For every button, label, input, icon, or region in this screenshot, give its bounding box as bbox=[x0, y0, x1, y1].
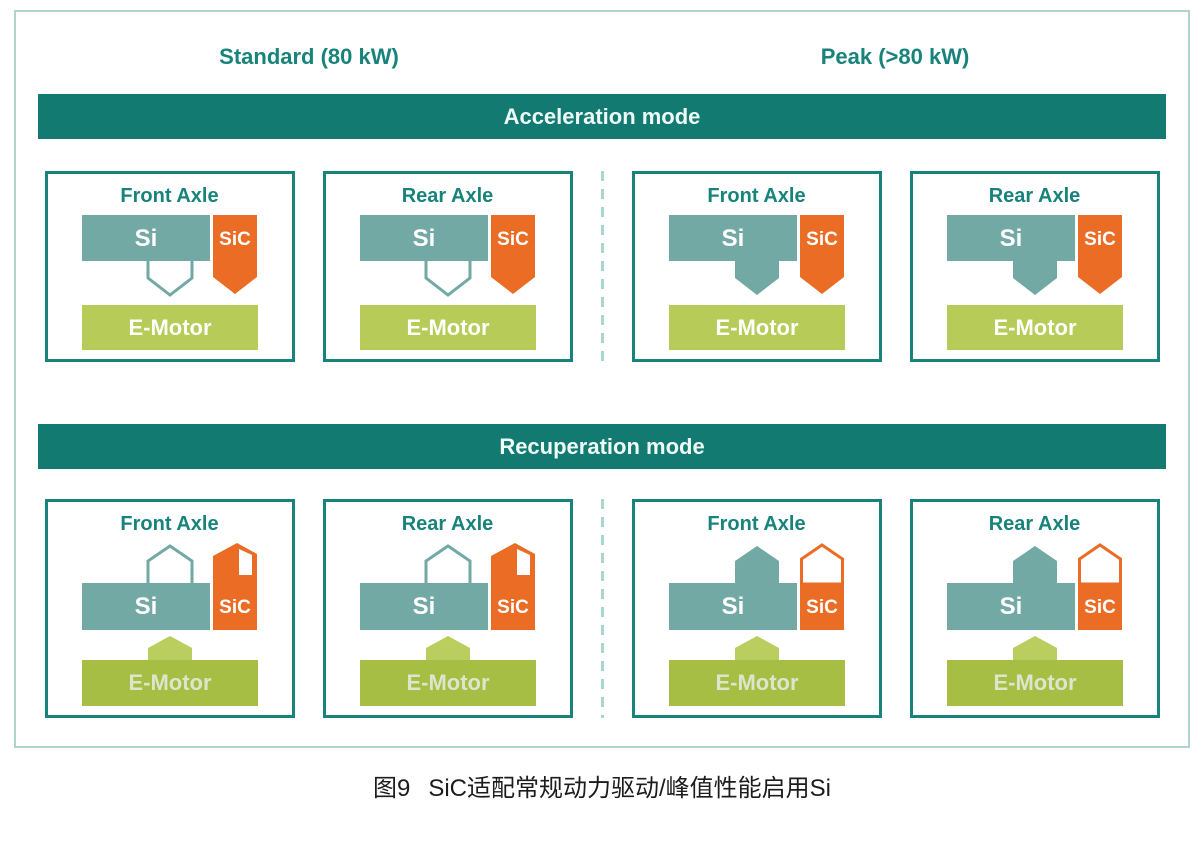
panel-recup-standard-front: Front Axle Si SiC E-Motor bbox=[44, 499, 295, 718]
si-block bbox=[946, 215, 1075, 261]
e-motor-block bbox=[668, 305, 845, 350]
e-motor-label: E-Motor bbox=[715, 670, 799, 695]
si-label: Si bbox=[412, 593, 435, 620]
e-motor-label: E-Motor bbox=[406, 670, 490, 695]
si-label: Si bbox=[999, 225, 1022, 252]
si-flow-arrow-active bbox=[1012, 546, 1057, 586]
panel-accel-peak-front: Front Axle Si SiC E-Motor bbox=[631, 171, 882, 362]
e-motor-block bbox=[946, 305, 1123, 350]
sic-label: SiC bbox=[497, 229, 529, 250]
recup-peak-diagram: Si SiC E-Motor bbox=[668, 543, 845, 706]
axle-title: Rear Axle bbox=[988, 513, 1081, 535]
figure-number: 图9 bbox=[372, 775, 411, 802]
motor-flow-arrow bbox=[734, 636, 779, 662]
figure-caption: 图9 SiC适配常规动力驱动/峰值性能启用Si bbox=[0, 768, 1204, 803]
sic-block bbox=[1077, 583, 1122, 630]
sic-flow-arrow-active bbox=[1077, 215, 1122, 294]
si-label: Si bbox=[721, 225, 744, 252]
sic-label: SiC bbox=[219, 597, 251, 618]
panel-recup-peak-rear: Rear Axle Si SiC E-Motor bbox=[909, 499, 1160, 718]
accel-peak-diagram: Si SiC E-Motor bbox=[668, 215, 845, 350]
recup-standard-diagram: Si SiC E-Motor bbox=[359, 543, 536, 706]
column-divider bbox=[600, 171, 604, 362]
axle-title: Front Axle bbox=[707, 513, 806, 535]
axle-title: Rear Axle bbox=[401, 185, 494, 207]
axle-title: Front Axle bbox=[120, 513, 219, 535]
si-flow-arrow-active bbox=[734, 546, 779, 586]
sic-block bbox=[799, 583, 844, 630]
e-motor-block bbox=[946, 660, 1123, 706]
si-block bbox=[81, 583, 210, 630]
si-label: Si bbox=[412, 225, 435, 252]
axle-title: Front Axle bbox=[120, 185, 219, 207]
accel-standard-diagram: Si SiC E-Motor bbox=[359, 215, 536, 350]
sic-label: SiC bbox=[806, 229, 838, 250]
sic-flow-arrow-active bbox=[212, 215, 257, 294]
si-flow-arrow-active bbox=[1012, 259, 1057, 295]
e-motor-label: E-Motor bbox=[406, 315, 490, 340]
motor-flow-arrow bbox=[147, 636, 192, 662]
panel-recup-peak-front: Front Axle Si SiC E-Motor bbox=[631, 499, 882, 718]
sic-label: SiC bbox=[219, 229, 251, 250]
recup-peak-diagram: Si SiC E-Motor bbox=[946, 543, 1123, 706]
figure-caption-text: SiC适配常规动力驱动/峰值性能启用Si bbox=[428, 775, 832, 802]
sic-label: SiC bbox=[1084, 229, 1116, 250]
panel-recup-standard-rear: Rear Axle Si SiC E-Motor bbox=[322, 499, 573, 718]
e-motor-block bbox=[668, 660, 845, 706]
e-motor-block bbox=[81, 660, 258, 706]
e-motor-label: E-Motor bbox=[715, 315, 799, 340]
axle-title: Front Axle bbox=[707, 185, 806, 207]
accel-peak-diagram: Si SiC E-Motor bbox=[946, 215, 1123, 350]
si-block bbox=[359, 583, 488, 630]
sic-flow-arrow-active bbox=[799, 215, 844, 294]
acceleration-mode-banner: Acceleration mode bbox=[38, 94, 1166, 139]
panel-accel-standard-rear: Rear Axle Si SiC E-Motor bbox=[322, 171, 573, 362]
acceleration-panel-row: Front Axle Si SiC E-Motor Rear Axle bbox=[16, 171, 1188, 362]
panel-accel-standard-front: Front Axle Si SiC E-Motor bbox=[44, 171, 295, 362]
si-flow-arrow-inactive bbox=[424, 257, 471, 297]
e-motor-label: E-Motor bbox=[993, 670, 1077, 695]
si-label: Si bbox=[134, 225, 157, 252]
si-block bbox=[81, 215, 210, 261]
si-flow-arrow-inactive bbox=[146, 544, 193, 588]
si-block bbox=[359, 215, 488, 261]
sic-arrow-notch bbox=[238, 549, 252, 575]
si-flow-arrow-inactive bbox=[424, 544, 471, 588]
si-flow-arrow-inactive bbox=[146, 257, 193, 297]
recuperation-panel-row: Front Axle Si SiC E-Motor Rear Axle bbox=[16, 499, 1188, 718]
motor-flow-arrow bbox=[1012, 636, 1057, 662]
sic-flow-arrow-active bbox=[490, 215, 535, 294]
motor-flow-arrow bbox=[425, 636, 470, 662]
column-divider bbox=[600, 499, 604, 718]
peak-column-header: Peak (>80 kW) bbox=[820, 44, 970, 69]
column-headers: Standard (80 kW) Peak (>80 kW) bbox=[16, 12, 1188, 94]
panel-accel-peak-rear: Rear Axle Si SiC E-Motor bbox=[909, 171, 1160, 362]
sic-arrow-notch bbox=[516, 549, 530, 575]
axle-title: Rear Axle bbox=[988, 185, 1081, 207]
e-motor-label: E-Motor bbox=[993, 315, 1077, 340]
e-motor-block bbox=[359, 305, 536, 350]
si-label: Si bbox=[134, 593, 157, 620]
recuperation-mode-banner: Recuperation mode bbox=[38, 424, 1166, 469]
sic-flow-arrow-inactive bbox=[799, 543, 844, 586]
si-label: Si bbox=[999, 593, 1022, 620]
recup-standard-diagram: Si SiC E-Motor bbox=[81, 543, 258, 706]
e-motor-label: E-Motor bbox=[128, 315, 212, 340]
sic-label: SiC bbox=[1084, 597, 1116, 618]
axle-title: Rear Axle bbox=[401, 513, 494, 535]
si-block bbox=[668, 215, 797, 261]
figure-frame: Standard (80 kW) Peak (>80 kW) Accelerat… bbox=[14, 10, 1190, 748]
accel-standard-diagram: Si SiC E-Motor bbox=[81, 215, 258, 350]
si-block bbox=[946, 583, 1075, 630]
sic-label: SiC bbox=[497, 597, 529, 618]
standard-column-header: Standard (80 kW) bbox=[219, 44, 399, 69]
e-motor-block bbox=[359, 660, 536, 706]
si-label: Si bbox=[721, 593, 744, 620]
e-motor-block bbox=[81, 305, 258, 350]
sic-label: SiC bbox=[806, 597, 838, 618]
si-block bbox=[668, 583, 797, 630]
e-motor-label: E-Motor bbox=[128, 670, 212, 695]
si-flow-arrow-active bbox=[734, 259, 779, 295]
sic-flow-arrow-inactive bbox=[1077, 543, 1122, 586]
